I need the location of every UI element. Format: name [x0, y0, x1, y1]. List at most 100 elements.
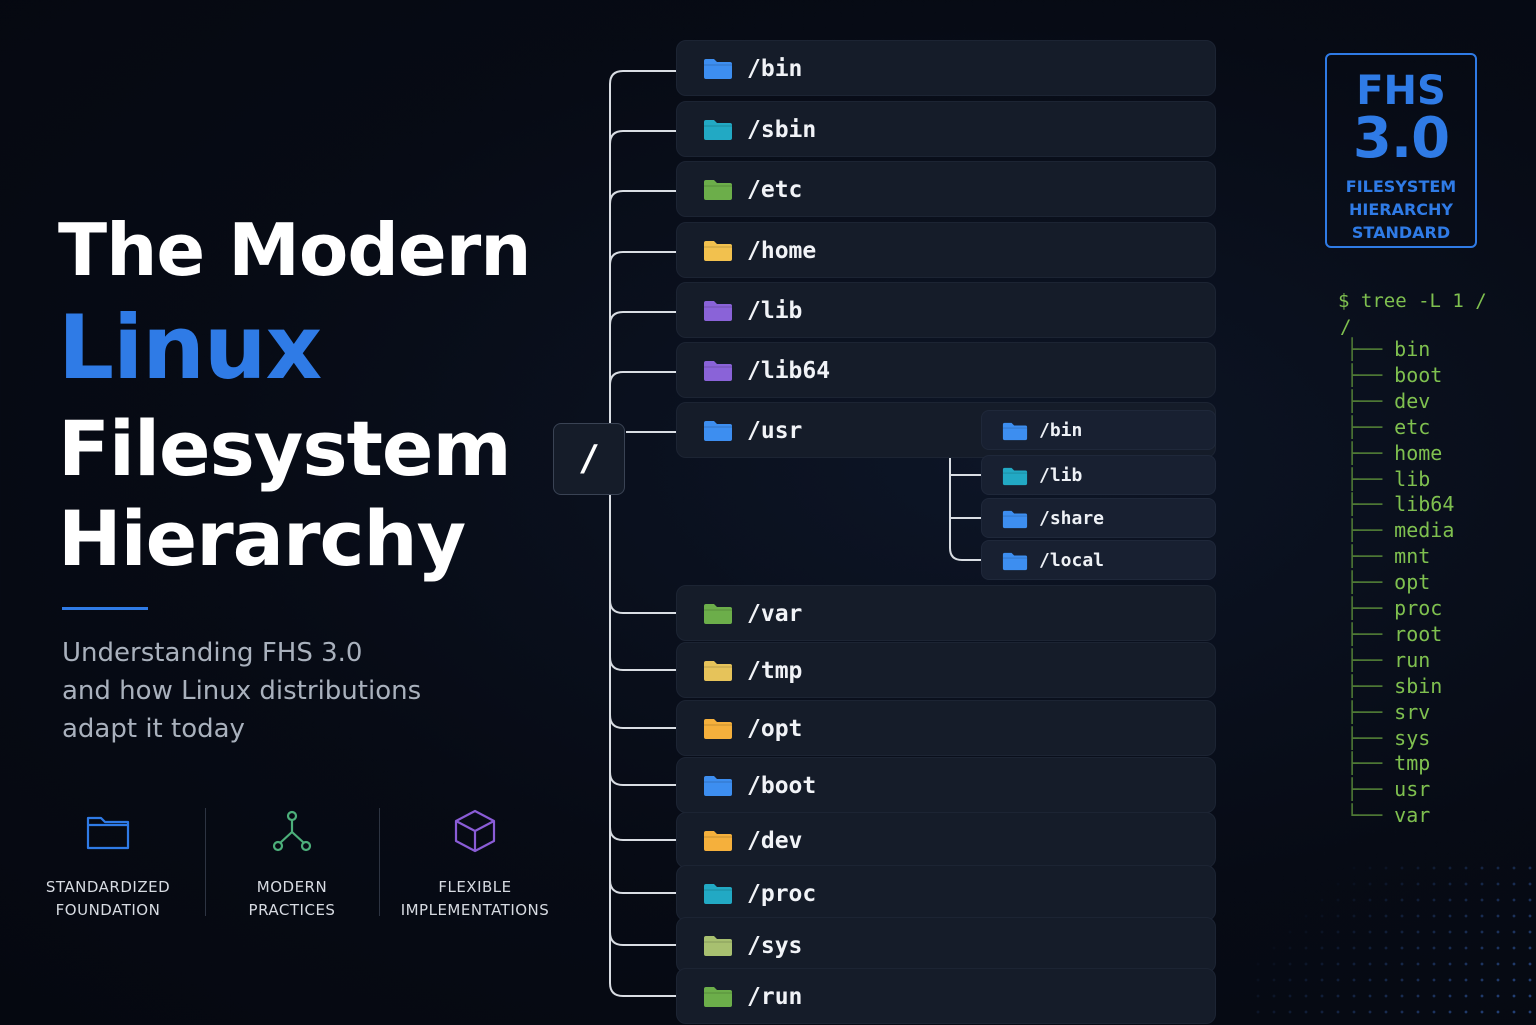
terminal-entry: ├── boot [1346, 362, 1443, 387]
root-directory-node[interactable]: / [553, 423, 625, 495]
dir-label: /sys [747, 933, 803, 959]
dir-row-bin[interactable]: /bin [676, 40, 1216, 96]
folder-icon [1002, 422, 1028, 441]
folder-icon [704, 987, 732, 1007]
usr-child-label: /bin [1039, 420, 1083, 441]
folder-icon [704, 361, 732, 381]
dir-row-run[interactable]: /run [676, 968, 1216, 1024]
feature-divider-2 [379, 808, 380, 916]
terminal-entry: ├── bin [1346, 337, 1431, 361]
terminal-entry: ├── srv [1346, 699, 1431, 724]
feature-label-3a: FLEXIBLE [438, 878, 512, 896]
terminal-entry: ├── proc [1346, 596, 1443, 620]
dir-row-sys[interactable]: /sys [676, 917, 1216, 973]
dir-label: /etc [747, 177, 803, 203]
dir-row-boot[interactable]: /boot [676, 757, 1216, 813]
usr-child-row-share[interactable]: /share [981, 498, 1216, 538]
usr-child-row-bin[interactable]: /bin [981, 410, 1216, 450]
badge-caption-1: FILESYSTEM [1345, 177, 1457, 196]
terminal-entry: ├── tmp [1346, 751, 1431, 776]
terminal-root: / [1340, 316, 1352, 338]
dir-row-sbin[interactable]: /sbin [676, 101, 1216, 157]
fhs-badge: FHS 3.0 FILESYSTEM HIERARCHY STANDARD [1325, 53, 1477, 248]
folder-icon [704, 776, 732, 796]
dot-pattern-decoration [1250, 860, 1536, 1024]
feature-label-1b: FOUNDATION [55, 901, 161, 919]
dir-row-lib64[interactable]: /lib64 [676, 342, 1216, 398]
folder-icon [1002, 467, 1028, 486]
badge-version: 3.0 [1352, 106, 1450, 171]
title-line-1: The Modern [58, 208, 532, 292]
folder-icon [704, 831, 732, 851]
dir-row-etc[interactable]: /etc [676, 161, 1216, 217]
subtitle-line-1: Understanding FHS 3.0 [62, 638, 363, 668]
dir-label: /boot [747, 773, 817, 799]
folder-icon [704, 241, 732, 261]
dir-label: /sbin [747, 117, 817, 143]
folder-outline-icon [86, 816, 130, 850]
dir-row-proc[interactable]: /proc [676, 865, 1216, 921]
badge-caption-3: STANDARD [1351, 223, 1451, 242]
dir-label: /home [747, 238, 817, 264]
terminal-entry: ├── lib [1346, 466, 1431, 491]
dir-label: /lib64 [747, 358, 831, 384]
dir-row-var[interactable]: /var [676, 585, 1216, 641]
dir-label: /var [747, 601, 803, 627]
usr-child-label: /lib [1039, 465, 1083, 486]
usr-child-label: /share [1039, 508, 1105, 529]
badge-caption: FILESYSTEM HIERARCHY STANDARD [1327, 175, 1475, 244]
dir-label: /bin [747, 56, 803, 82]
feature-flexible: FLEXIBLE IMPLEMENTATIONS [385, 808, 565, 922]
feature-label-2b: PRACTICES [248, 901, 336, 919]
subtitle-line-3: adapt it today [62, 714, 245, 744]
badge-caption-2: HIERARCHY [1348, 200, 1453, 219]
usr-child-row-local[interactable]: /local [981, 540, 1216, 580]
dir-label: /proc [747, 881, 817, 907]
terminal-entry: ├── sbin [1346, 673, 1443, 698]
badge-fhs: FHS [1356, 68, 1446, 114]
feature-label-2a: MODERN [256, 878, 328, 896]
dir-label: /lib [747, 298, 803, 324]
terminal-entry: ├── sys [1346, 725, 1431, 750]
folder-icon [704, 180, 732, 200]
dir-label: /run [747, 984, 803, 1010]
folder-icon [1002, 510, 1028, 529]
dir-row-opt[interactable]: /opt [676, 700, 1216, 756]
usr-child-row-lib[interactable]: /lib [981, 455, 1216, 495]
folder-icon [704, 936, 732, 956]
folder-icon [704, 884, 732, 904]
folder-icon [1002, 552, 1028, 571]
dir-row-tmp[interactable]: /tmp [676, 642, 1216, 698]
folder-icon [704, 604, 732, 624]
terminal-entry: ├── dev [1346, 388, 1431, 413]
dir-label: /usr [747, 418, 803, 444]
title-line-4: Hierarchy [58, 494, 466, 583]
dir-row-home[interactable]: /home [676, 222, 1216, 278]
dir-label: /tmp [747, 658, 803, 684]
title-line-linux: Linux [58, 296, 322, 399]
terminal-entry: ├── home [1346, 440, 1443, 465]
feature-modern: MODERN PRACTICES [202, 808, 382, 922]
folder-icon [704, 719, 732, 739]
dir-row-dev[interactable]: /dev [676, 812, 1216, 868]
folder-icon [704, 301, 732, 321]
terminal-command: $ tree -L 1 / [1338, 290, 1487, 312]
subtitle-line-2: and how Linux distributions [62, 676, 422, 706]
terminal-entry: ├── lib64 [1346, 492, 1455, 517]
usr-child-label: /local [1039, 550, 1105, 571]
terminal-entry: ├── run [1346, 647, 1431, 672]
title-line-3: Filesystem [58, 404, 512, 493]
branch-nodes-icon [272, 810, 312, 852]
terminal-entry: ├── mnt [1346, 544, 1431, 569]
terminal-entry: ├── etc [1346, 414, 1431, 439]
folder-icon [704, 661, 732, 681]
folder-icon [704, 59, 732, 79]
folder-icon [704, 120, 732, 140]
terminal-entry: └── var [1346, 803, 1431, 828]
accent-divider [62, 607, 148, 610]
feature-divider-1 [205, 808, 206, 916]
dir-row-lib[interactable]: /lib [676, 282, 1216, 338]
terminal-entry: ├── usr [1346, 777, 1431, 802]
feature-label-3b: IMPLEMENTATIONS [400, 901, 550, 919]
cube-icon [454, 809, 496, 853]
